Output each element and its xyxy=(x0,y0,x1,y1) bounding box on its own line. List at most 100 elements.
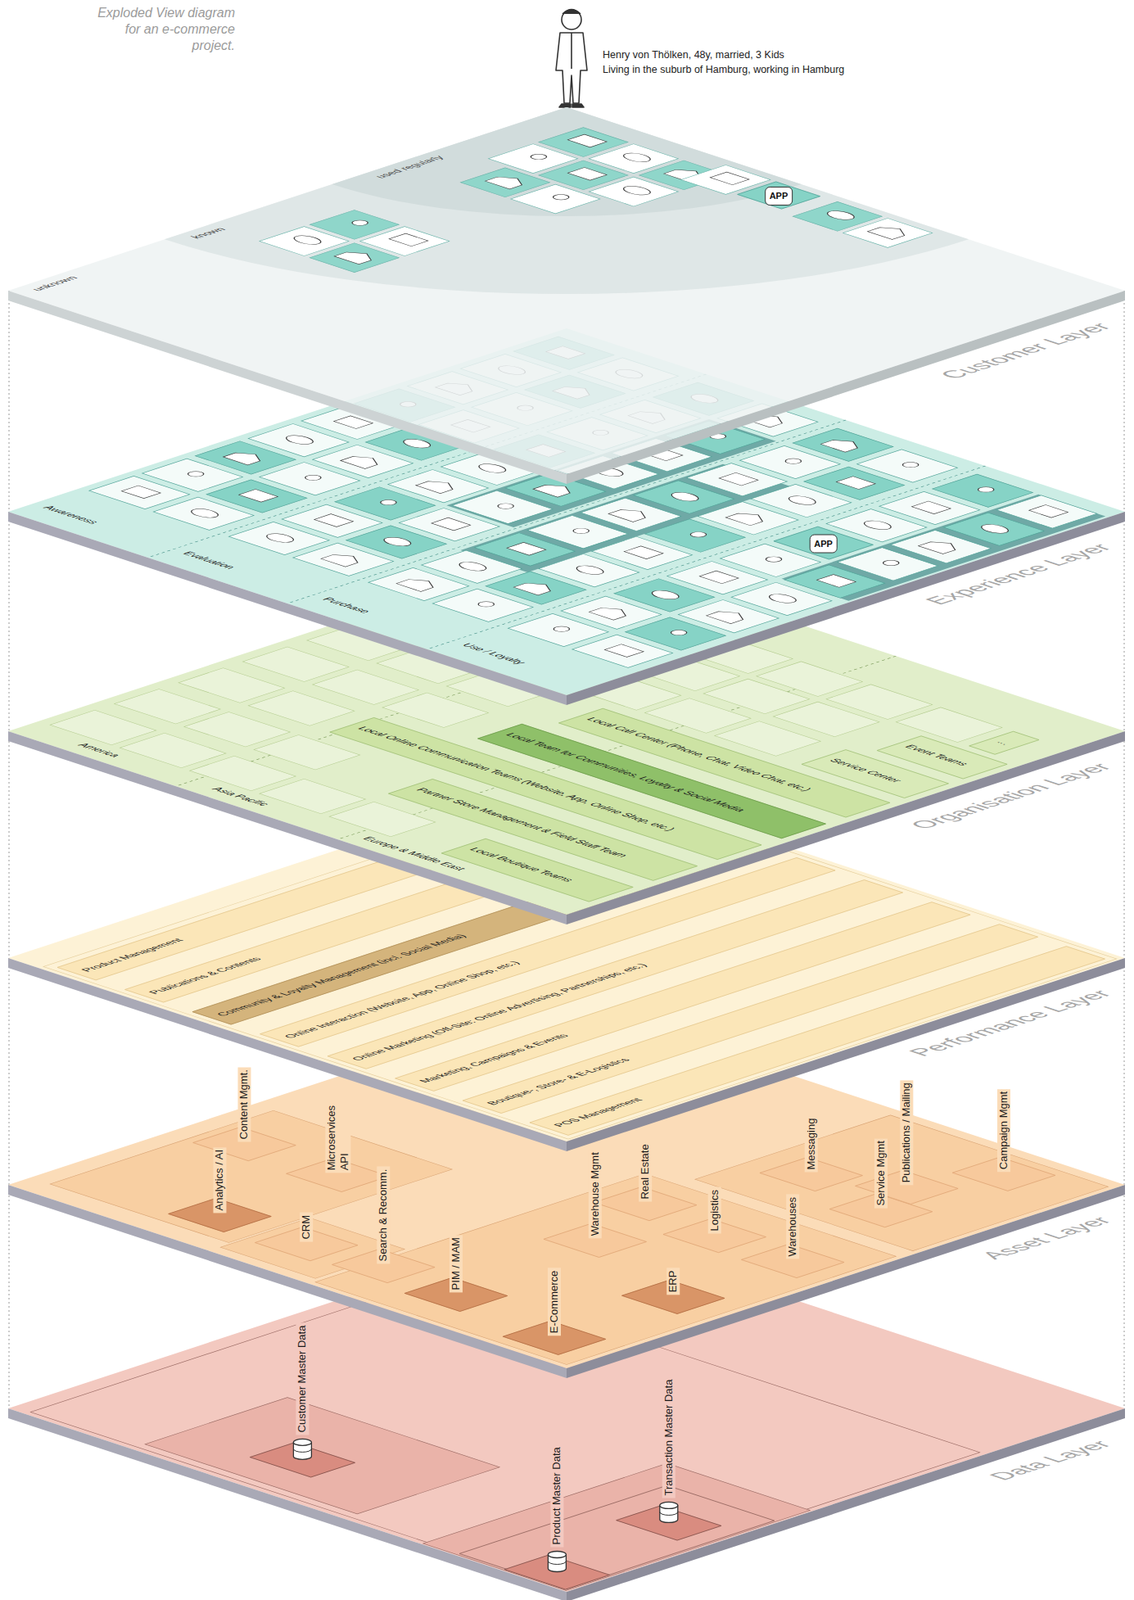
text-label: Henry von Thölken, 48y, married, 3 Kids xyxy=(602,49,785,62)
team-cell xyxy=(248,691,355,727)
touchpoint-tile xyxy=(546,417,648,451)
icon-person xyxy=(494,502,517,511)
database-top xyxy=(547,1550,566,1558)
icon-bubble xyxy=(280,433,318,447)
persona-shoe xyxy=(572,103,584,108)
icon-screen xyxy=(388,233,429,247)
team-cell xyxy=(365,606,472,642)
touchpoint-tile xyxy=(153,496,254,530)
system-label: Publications / Mailing xyxy=(899,1079,913,1185)
band-label-holder: Event Teams xyxy=(901,743,972,767)
icon-bubble xyxy=(262,532,299,545)
team-cell xyxy=(242,646,349,683)
icon-shop xyxy=(435,380,481,396)
touchpoint-tile xyxy=(354,388,456,422)
icon-bubble xyxy=(398,437,436,450)
team-cell xyxy=(505,652,612,688)
icon-screen xyxy=(699,570,739,584)
row-divider xyxy=(287,420,846,604)
icon-shop xyxy=(725,510,771,526)
icon-screen xyxy=(643,447,683,461)
icon-bubble xyxy=(763,592,801,606)
system-label: E-Commerce xyxy=(547,1268,561,1337)
team-cell xyxy=(376,648,484,684)
band-label-holder: Community & Loyalty Management (incl. So… xyxy=(213,933,470,1018)
touchpoint-tile xyxy=(228,521,330,555)
label-holder: Use / Loyalty xyxy=(458,641,529,665)
data-domain xyxy=(423,1463,811,1591)
persona-hair xyxy=(562,9,581,15)
icon-person xyxy=(781,457,805,466)
band-label-holder: Service Center xyxy=(826,757,905,784)
system-label: Analytics / AI xyxy=(212,1147,226,1213)
team-cell xyxy=(259,778,366,814)
label-holder: Awareness xyxy=(39,504,101,525)
icon-person xyxy=(514,404,537,412)
band-label: ... xyxy=(993,739,1015,746)
icon-person xyxy=(348,219,371,227)
icon-screen xyxy=(835,476,876,490)
icon-screen xyxy=(526,444,566,458)
icon-bubble xyxy=(618,184,656,197)
icon-screen xyxy=(718,472,759,486)
team-cell xyxy=(382,692,489,728)
touchpoint-tile xyxy=(418,410,520,443)
touchpoint-tile xyxy=(471,392,573,425)
icon-shop xyxy=(627,409,674,425)
touchpoint-tile xyxy=(588,176,678,207)
icon-person xyxy=(474,600,497,608)
touchpoint-tile xyxy=(89,475,190,509)
system-label: Search & Recomm. xyxy=(376,1166,390,1265)
system-label: Customer Master Data xyxy=(295,1323,309,1436)
icon-bubble xyxy=(454,560,492,573)
band-label-holder: Product Management xyxy=(78,937,187,973)
band-label: Event Teams xyxy=(901,743,972,767)
icon-person xyxy=(397,400,420,408)
icon-bubble xyxy=(618,151,656,164)
icon-shop xyxy=(334,249,380,265)
icon-person xyxy=(527,153,550,161)
icon-screen xyxy=(911,501,951,515)
icon-person xyxy=(686,530,710,538)
touchpoint-tile xyxy=(843,218,933,249)
icon-bubble xyxy=(289,234,326,247)
system-label: Transaction Master Data xyxy=(662,1377,676,1499)
icon-person xyxy=(550,625,573,633)
icon-bubble xyxy=(686,392,723,405)
team-cell xyxy=(435,629,543,665)
label-holder: Living in the suburb of Hamburg, working… xyxy=(602,63,845,77)
icon-shop xyxy=(552,384,598,399)
icon-screen xyxy=(431,517,471,531)
team-cell xyxy=(477,569,584,606)
icon-person xyxy=(762,555,785,564)
touchpoint-tile xyxy=(293,542,394,576)
title-holder: Exploded View diagram for an e-commerce … xyxy=(79,4,235,55)
icon-bubble xyxy=(571,564,609,577)
touchpoint-tile xyxy=(368,567,470,601)
icon-shop xyxy=(867,225,913,240)
touchpoint-tile xyxy=(507,613,609,647)
touchpoint-tile xyxy=(653,382,755,416)
icon-screen xyxy=(1029,504,1069,518)
database-icon xyxy=(292,1437,312,1461)
icon-screen xyxy=(506,542,547,556)
region-divider xyxy=(337,655,896,840)
app-label: APP xyxy=(764,185,794,205)
icon-shop xyxy=(533,482,579,497)
icon-shop xyxy=(223,450,269,466)
icon-screen xyxy=(314,514,354,528)
system-label: Product Master Data xyxy=(550,1444,564,1547)
team-cell xyxy=(564,632,671,669)
team-cell xyxy=(826,684,933,720)
icon-screen xyxy=(239,488,279,502)
team-cell xyxy=(312,669,420,705)
data-domain xyxy=(144,1397,500,1514)
icon-bubble xyxy=(976,522,1014,535)
team-cell xyxy=(119,732,226,769)
team-cell xyxy=(493,609,601,646)
layer-title: Data Layer xyxy=(981,1437,1118,1483)
icon-shop xyxy=(484,174,530,190)
slab-side xyxy=(551,511,1134,705)
icon-screen xyxy=(334,415,374,430)
system-label: Warehouses xyxy=(786,1194,800,1260)
